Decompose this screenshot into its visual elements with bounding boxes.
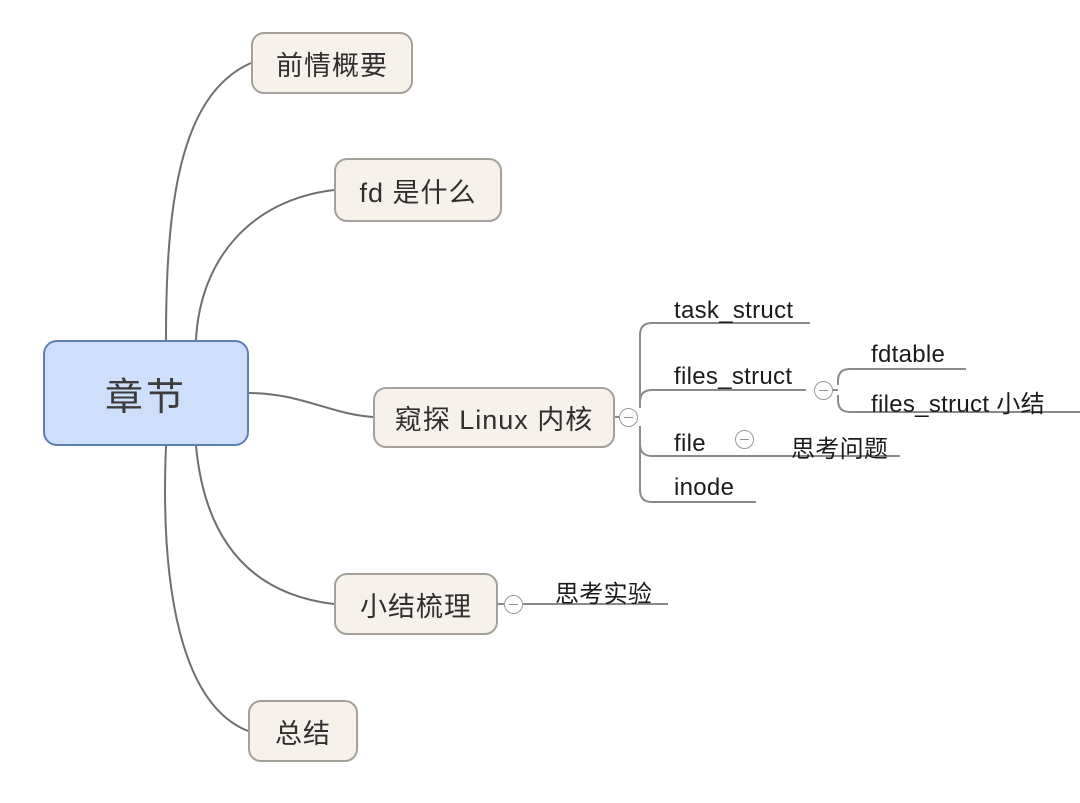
branch-label: 窥探 Linux 内核 [394,405,594,435]
root-node-label: 章节 [104,376,187,419]
collapse-toggle-linux-icon[interactable] [619,408,638,427]
edge-root-to-xiaojie [195,445,335,605]
leaf-label: files_struct [674,363,793,390]
leaf-node-files-struct-summary[interactable]: files_struct 小结 [871,384,1045,419]
branch-node-qianqing-gaiyao[interactable]: 前情概要 [251,32,413,94]
leaf-node-fdtable[interactable]: fdtable [871,341,945,369]
leaf-label: fdtable [871,341,946,368]
branch-node-kuitan-linux-neihe[interactable]: 窥探 Linux 内核 [373,387,615,448]
collapse-toggle-files-struct-icon[interactable] [814,381,833,400]
leaf-label: file [674,430,706,457]
leaf-label: 思考实验 [555,581,653,608]
leaf-label: task_struct [674,297,794,324]
edge-root-to-qianqing [165,62,252,341]
branch-node-xiaojie-shuli[interactable]: 小结梳理 [334,573,498,635]
leaf-label: inode [674,474,735,501]
collapse-toggle-file-icon[interactable] [735,430,754,449]
edge-linux-spine-files [639,389,806,408]
collapse-toggle-xiaojie-icon[interactable] [504,595,523,614]
branch-label: fd 是什么 [359,177,477,208]
leaf-node-task-struct[interactable]: task_struct [674,297,793,325]
edge-files-fdtable [837,368,966,385]
root-node[interactable]: 章节 [43,340,249,446]
branch-label: 小结梳理 [360,591,472,622]
leaf-node-sikao-shiyan[interactable]: 思考实验 [555,574,652,609]
leaf-label: 思考问题 [791,436,889,463]
branch-node-fd-shi-shenme[interactable]: fd 是什么 [334,158,502,222]
branch-label: 总结 [275,718,331,749]
leaf-label: files_struct 小结 [871,391,1045,418]
leaf-node-files-struct[interactable]: files_struct [674,363,792,391]
branch-label: 前情概要 [276,50,388,81]
edge-root-to-fd [195,189,335,341]
edge-root-to-linux [248,392,374,418]
leaf-node-file[interactable]: file [674,430,706,458]
branch-node-zongjie[interactable]: 总结 [248,700,358,762]
leaf-node-inode[interactable]: inode [674,474,734,502]
edge-root-to-zongjie [164,445,249,732]
leaf-node-sikao-wenti[interactable]: 思考问题 [791,429,888,464]
